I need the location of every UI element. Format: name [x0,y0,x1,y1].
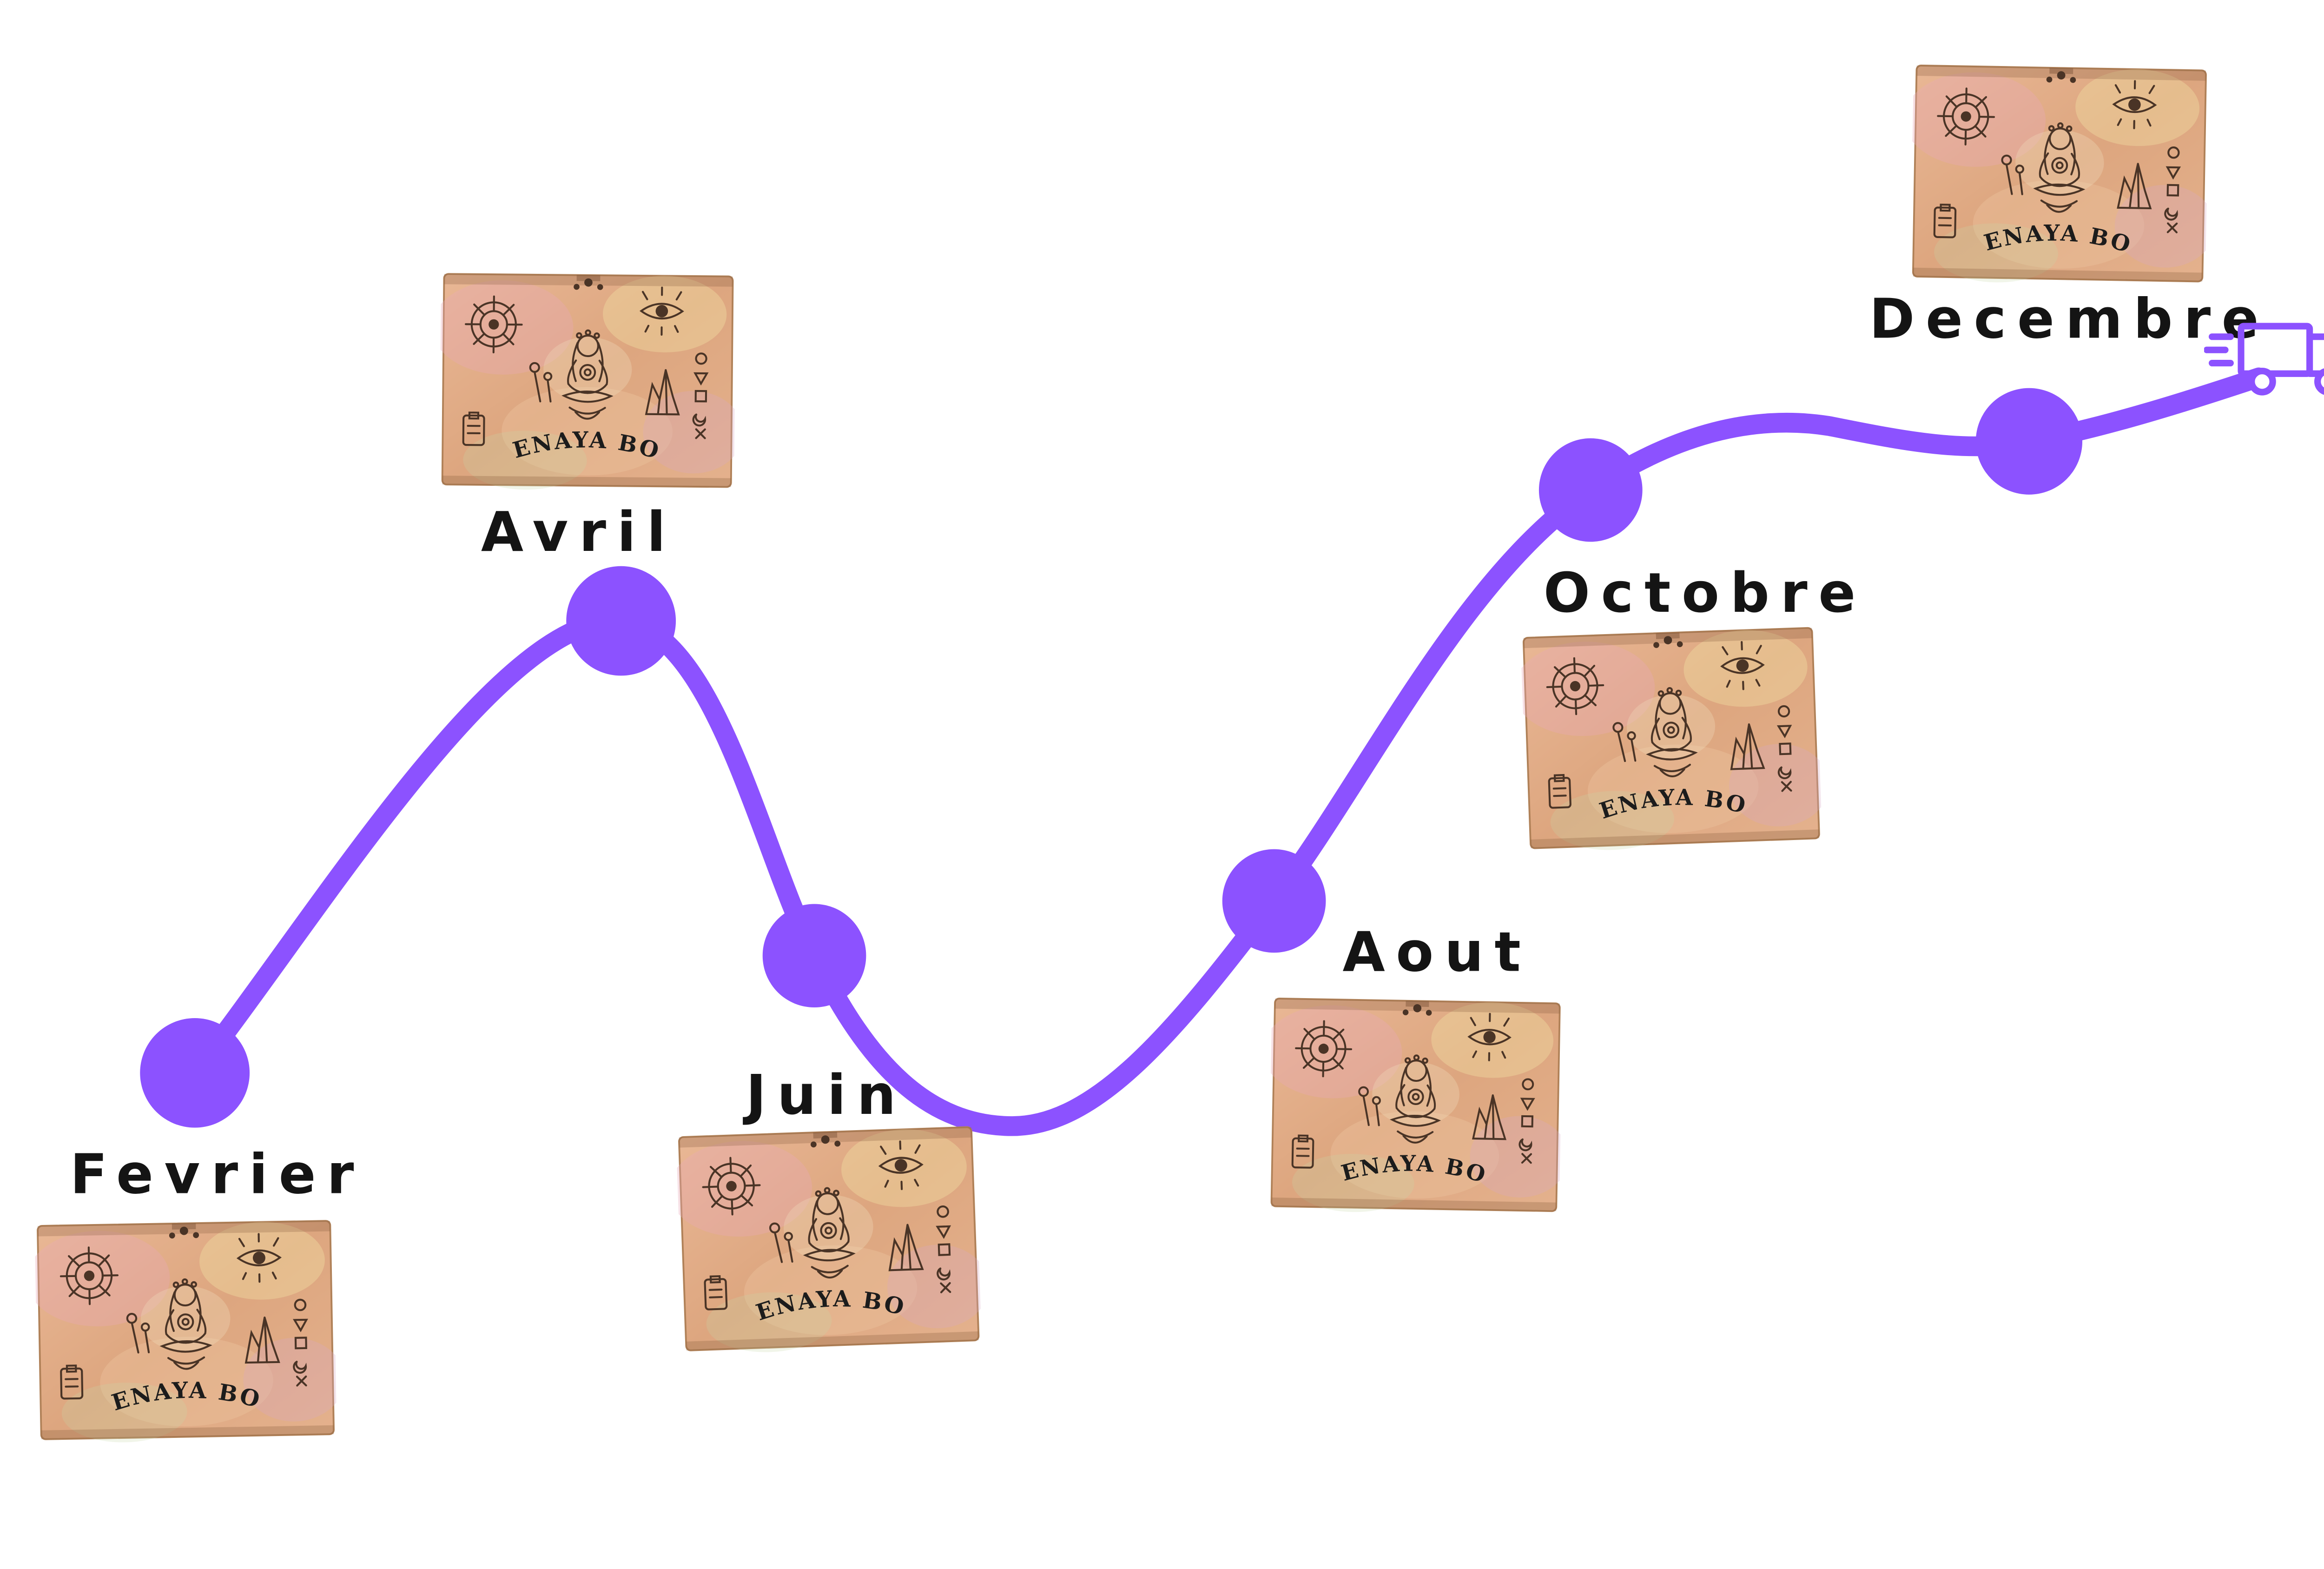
zenaya-box-fevrier [32,1212,340,1449]
label-octobre: Octobre [1543,563,1867,626]
zenaya-box-juin [669,1118,989,1360]
label-fevrier: Fevrier [70,1144,365,1207]
label-juin: Juin [746,1065,907,1128]
zenaya-box-octobre [1515,619,1828,858]
label-decembre: Decembre [1869,289,2270,352]
milestone-node-juin [762,904,866,1008]
milestone-node-decembre [1975,388,2083,495]
zenaya-box-avril [434,265,740,496]
zenaya-box-aout [1261,990,1570,1220]
label-avril: Avril [481,502,677,565]
label-aout: Aout [1342,922,1532,985]
milestone-node-aout [1222,849,1326,953]
delivery-truck-icon [2203,309,2324,410]
milestone-node-octobre [1538,438,1643,542]
milestone-node-fevrier [140,1018,250,1128]
milestone-node-avril [566,566,676,676]
zenaya-box-decembre [1910,51,2209,296]
